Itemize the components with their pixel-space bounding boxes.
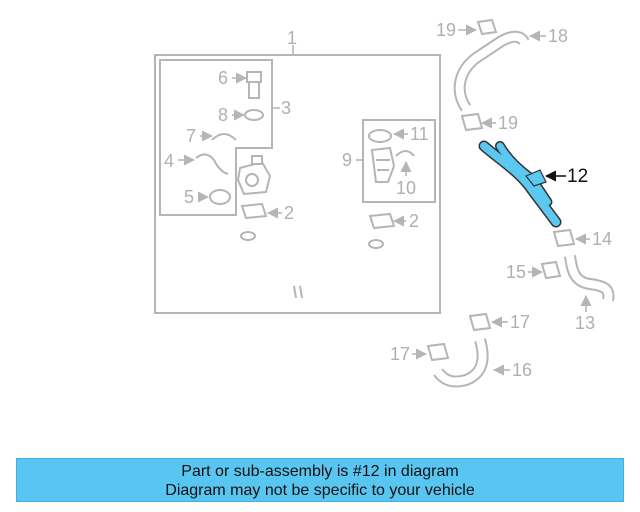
part-18-hose [453,30,546,112]
info-caption-bar: Part or sub-assembly is #12 in diagram D… [16,458,624,502]
part-19-clamp-top [458,18,498,36]
coolant-housing [236,155,272,196]
callout-9: 9 [342,150,352,170]
callout-15: 15 [506,262,526,282]
callout-18: 18 [548,26,568,46]
sub-box-3 [159,59,280,216]
callout-4: 4 [164,151,174,171]
callout-19-bottom: 19 [498,113,518,133]
callout-12: 12 [567,166,588,187]
part-13-hose [564,255,615,312]
callout-17-right: 17 [510,312,530,332]
box9-housing [370,146,396,183]
callout-2-right: 2 [409,211,419,231]
caption-line-part: Part or sub-assembly is #12 in diagram [181,463,459,480]
callout-7: 7 [186,126,196,146]
assembly-box-1 [154,45,441,314]
part-11-ring [368,128,408,143]
callout-16: 16 [512,360,532,380]
part-17-clamp-left [412,342,450,362]
callout-11: 11 [410,124,429,144]
callout-8: 8 [218,105,228,125]
part-15-clamp [528,260,562,280]
callout-14: 14 [592,229,612,249]
callout-1: 1 [287,28,297,48]
callout-19-top: 19 [436,20,456,40]
part-12-y-pipe-highlighted [478,140,566,228]
part-17-clamp-right [468,312,508,332]
part-7-clip [200,130,237,142]
part-10-clip [395,150,415,176]
part-2-clamp-right [368,212,406,230]
callout-2-left: 2 [284,203,294,223]
part-14-clamp [552,228,590,248]
lower-hose [240,231,384,299]
caption-line-disclaimer: Diagram may not be specific to your vehi… [165,482,475,499]
part-19-clamp-bottom [460,112,496,132]
callout-3: 3 [281,98,291,118]
sub-box-9 [356,119,436,203]
part-4-clip [178,153,229,175]
part-6-valve [232,71,262,99]
callout-13: 13 [575,313,595,333]
part-16-hose [433,338,510,388]
callout-5: 5 [184,187,194,207]
callout-6: 6 [218,68,228,88]
part-5-ring [197,189,231,205]
part-2-clamp-left [240,202,282,220]
parts-diagram: 1 2 2 3 4 5 6 7 8 9 10 11 12 13 14 15 16… [154,18,615,388]
callout-17-left: 17 [390,344,410,364]
callout-10: 10 [396,178,416,198]
part-8-oring [232,109,264,121]
